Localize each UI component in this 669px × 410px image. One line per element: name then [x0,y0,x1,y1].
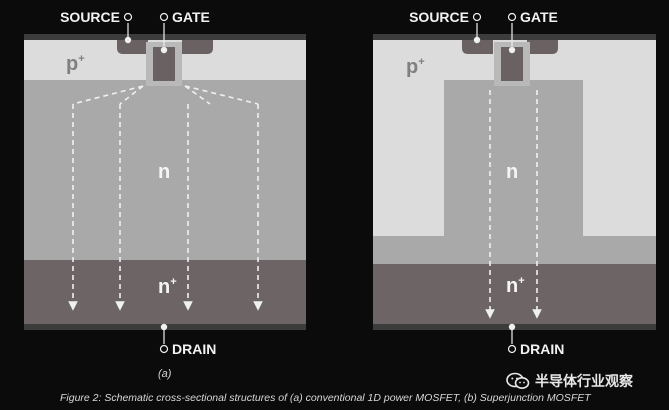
panel-b-source-node-icon [473,36,481,44]
panel-b-n-drift-region [373,80,656,264]
panel-a-source-contact-right [182,40,213,54]
panel-b-drain-label: DRAIN [520,341,564,357]
panel-b-source-contact-right [527,40,558,54]
panel-a-source-metal [24,34,306,40]
panel-b-drain-terminal-icon [507,344,517,354]
panel-a-gate-label: GATE [172,9,210,25]
panel-a-current-path-spread-right [184,85,259,105]
panel-b-source-label: SOURCE [409,9,469,25]
panel-b-current-paths [485,90,542,319]
panel-a-source-label: SOURCE [60,9,120,25]
wechat-logo-icon [506,372,530,389]
panel-a-p-plus-label: p+ [66,53,85,75]
panel-a-drain-node-icon [160,323,168,331]
panel-b-gate-label: GATE [520,9,558,25]
panel-a-sublabel: (a) [158,368,172,380]
panel-a-current-path-spread-inner-left [119,85,144,105]
panel-b-source-terminal-icon [472,12,482,22]
panel-b-source-contact-left [462,40,493,54]
panel-a-n-drift-label: n [158,161,170,183]
panel-b-gate-terminal-icon [507,12,517,22]
watermark: 半导体行业观察 [506,371,633,391]
panel-a-n-plus-substrate [24,260,306,324]
panel-b-n-plus-label: n+ [506,275,525,297]
panel-b-drain-node-icon [508,323,516,331]
panel-a-gate-node-icon [160,46,168,54]
panel-a-source-terminal-icon [123,12,133,22]
panel-b-source-metal [373,34,656,40]
panel-a-drain-label: DRAIN [172,341,216,357]
panel-b-n-drift-label: n [506,161,518,183]
figure-caption: Figure 2: Schematic cross-sectional stru… [60,392,591,404]
panel-a-n-drift-region [24,80,306,260]
panel-b-gate-node-icon [508,46,516,54]
watermark-text: 半导体行业观察 [535,374,633,390]
panel-b-superjunction-mosfet: SOURCE GATE DRAIN p+ n n+ [373,9,656,357]
panel-a-current-paths [68,85,263,311]
panel-a-gate-terminal-icon [159,12,169,22]
panel-a-n-plus-label: n+ [158,276,177,298]
panel-b-p-plus-label: p+ [406,56,425,78]
panel-b-n-plus-substrate [373,264,656,324]
panel-a-gate-poly [153,47,175,81]
panel-a-current-path-spread-left [72,85,144,105]
panel-a-conventional-mosfet: SOURCE GATE DRAIN p+ n n+ [24,9,306,357]
panel-a-source-contact-left [117,40,148,54]
panel-a-drain-terminal-icon [159,344,169,354]
panel-b-gate-poly [501,47,523,81]
panel-a-source-node-icon [124,36,132,44]
